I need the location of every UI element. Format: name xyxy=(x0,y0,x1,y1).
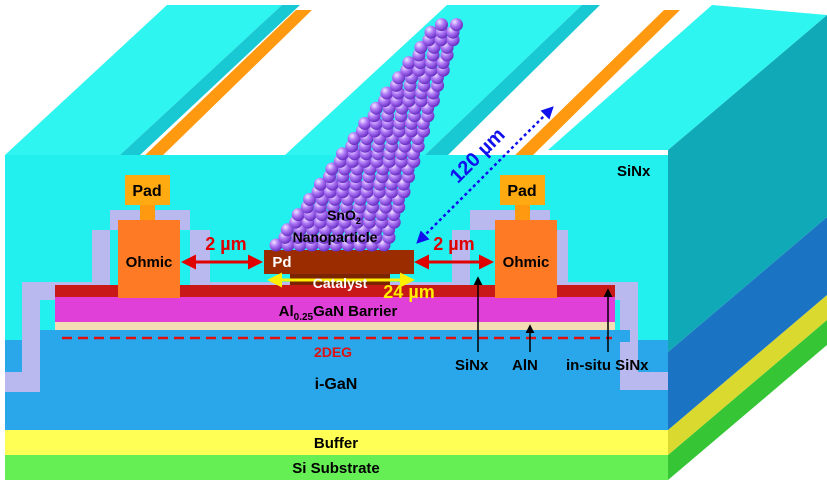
i-gan-layer xyxy=(5,340,668,430)
nanoparticle xyxy=(336,147,349,161)
nanoparticle xyxy=(358,116,372,130)
callout-arrows xyxy=(473,276,613,352)
pad-left xyxy=(125,175,170,205)
nanoparticle xyxy=(269,238,283,252)
i-gan-label: i-GaN xyxy=(315,376,358,393)
cap-layer xyxy=(55,285,615,297)
nanoparticle xyxy=(424,25,438,39)
pad-right-label: Pad xyxy=(507,183,536,200)
nanoparticle xyxy=(303,192,317,206)
nanoparticle xyxy=(380,86,394,100)
side-faces xyxy=(668,15,827,480)
sinx-callout-label: SiNx xyxy=(455,357,489,374)
barrier-label: Al0.25GaN Barrier xyxy=(279,303,398,323)
length-arrow xyxy=(416,106,554,244)
2deg-label: 2DEG xyxy=(314,344,352,360)
buffer-label: Buffer xyxy=(314,435,358,452)
pd-label: Pd xyxy=(272,254,291,271)
aln-layer xyxy=(55,322,615,330)
si-substrate-layer xyxy=(5,455,668,480)
pd-gate xyxy=(264,250,414,274)
gap-left-label: 2 µm xyxy=(205,234,246,254)
buffer-layer xyxy=(5,430,668,455)
ohmic-right-label: Ohmic xyxy=(503,254,550,271)
gap-right-label: 2 µm xyxy=(433,234,474,254)
ohmic-left-label: Ohmic xyxy=(126,254,173,271)
sinx-top-label: SiNx xyxy=(617,163,651,180)
aln-callout-label: AlN xyxy=(512,357,538,374)
sno2-nanoparticles xyxy=(269,18,463,252)
dimension-arrows xyxy=(181,106,554,288)
si-substrate-label: Si Substrate xyxy=(292,460,380,477)
nanoparticle-label: Nanoparticle xyxy=(293,229,378,245)
nanoparticle xyxy=(280,223,294,237)
nanoparticle xyxy=(435,18,448,32)
ohmic-left xyxy=(118,220,180,298)
sno2-label: SnO2 xyxy=(327,207,361,226)
nanoparticle xyxy=(369,101,383,115)
nanoparticle xyxy=(291,208,305,222)
nanoparticle xyxy=(313,177,327,191)
insitu-sinx-callout-label: in-situ SiNx xyxy=(566,357,649,374)
width-label: 24 µm xyxy=(383,282,434,302)
barrier-layer xyxy=(55,297,615,322)
nanoparticle xyxy=(450,18,463,32)
nanoparticle xyxy=(402,56,416,70)
nanoparticle xyxy=(325,162,339,176)
nanoparticle xyxy=(347,132,361,146)
nanoparticle xyxy=(392,71,406,85)
pad-left-label: Pad xyxy=(132,183,161,200)
catalyst-label: Catalyst xyxy=(313,275,368,291)
